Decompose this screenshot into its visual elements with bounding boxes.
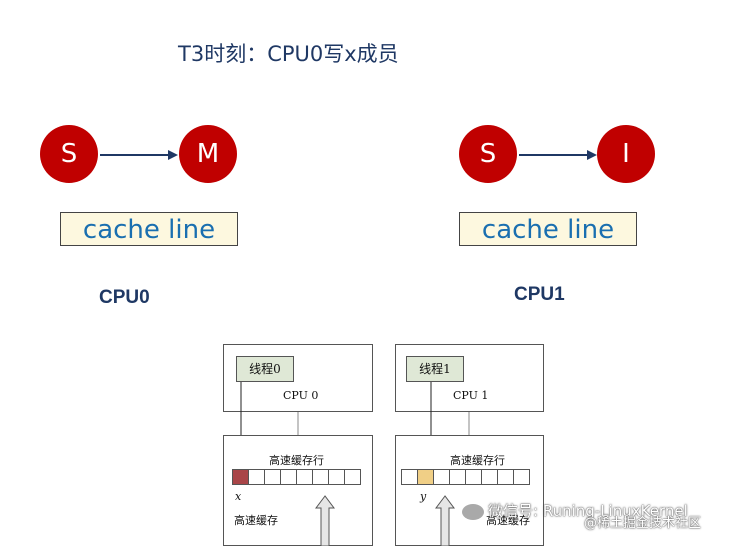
cpu1-bus-arrow bbox=[435, 495, 455, 546]
watermark-juejin: @稀土掘金技术社区 bbox=[584, 516, 702, 531]
cache-cell bbox=[296, 469, 313, 485]
cpu1-cache-label: 高速缓存 bbox=[486, 514, 530, 527]
cpu1-label: CPU1 bbox=[514, 284, 565, 305]
thread0-box: 线程0 bbox=[236, 356, 294, 382]
cpu0-label: CPU0 bbox=[99, 287, 150, 308]
cpu1-var-label: y bbox=[420, 490, 427, 503]
cache-cell bbox=[465, 469, 482, 485]
cache-cell bbox=[248, 469, 265, 485]
page-title: T3时刻：CPU0写x成员 bbox=[178, 42, 399, 66]
cpu0-state-to: M bbox=[179, 125, 237, 183]
cpu1-cache-row-label: 高速缓存行 bbox=[450, 454, 505, 467]
cpu0-state-from: S bbox=[40, 125, 98, 183]
cache-cell bbox=[280, 469, 297, 485]
cpu1-box-label: CPU 1 bbox=[453, 389, 489, 402]
watermark-wechat-id: 微信号: Runing-LinuxKernel bbox=[488, 502, 688, 520]
cache-cell bbox=[481, 469, 498, 485]
cpu0-bus-arrow bbox=[315, 495, 335, 546]
cpu0-cache-label: 高速缓存 bbox=[234, 514, 278, 527]
cpu0-cache-row bbox=[232, 469, 361, 485]
cpu1-cache-row bbox=[401, 469, 530, 485]
cache-cell bbox=[513, 469, 530, 485]
cpu0-transition-arrow bbox=[100, 150, 178, 160]
cpu1-cache-cell-y bbox=[417, 469, 434, 485]
cpu0-box-label: CPU 0 bbox=[283, 389, 319, 402]
cpu0-cache-box bbox=[223, 435, 373, 546]
cache-cell bbox=[264, 469, 281, 485]
wechat-icon bbox=[462, 504, 484, 520]
cache-cell bbox=[433, 469, 450, 485]
thread1-box: 线程1 bbox=[406, 356, 464, 382]
cpu0-cache-line: cache line bbox=[60, 212, 238, 246]
cache-cell bbox=[497, 469, 514, 485]
cpu1-state-to: I bbox=[597, 125, 655, 183]
cpu1-state-from: S bbox=[459, 125, 517, 183]
cpu1-cache-box bbox=[395, 435, 544, 546]
cache-cell bbox=[344, 469, 361, 485]
cache-cell bbox=[328, 469, 345, 485]
cpu0-cache-cell-x bbox=[232, 469, 249, 485]
cpu0-cache-row-label: 高速缓存行 bbox=[269, 454, 324, 467]
cpu1-cache-line: cache line bbox=[459, 212, 637, 246]
cache-cell bbox=[401, 469, 418, 485]
cpu1-transition-arrow bbox=[519, 150, 597, 160]
cache-cell bbox=[449, 469, 466, 485]
cpu0-var-label: x bbox=[235, 490, 242, 503]
cache-cell bbox=[312, 469, 329, 485]
